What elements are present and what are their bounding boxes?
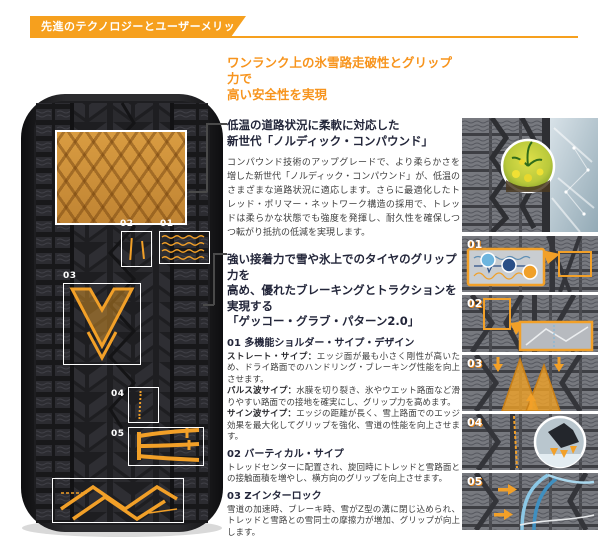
photo-column: 01 02	[462, 0, 598, 539]
connector-line	[213, 253, 215, 305]
page-title: ワンランク上の氷雪路走破性とグリップ力で 高い安全性を実現	[227, 55, 453, 102]
wavy-sipes-graphic	[161, 235, 205, 260]
tire-box-bottom	[52, 478, 184, 523]
photo-compound	[462, 118, 598, 232]
section-banner: 先進のテクノロジーとユーザーメリット	[30, 16, 246, 37]
photo-badge-04: 04	[467, 416, 483, 429]
z-interlock-graphic	[69, 287, 135, 362]
feature-01-sub-sine: サイン波サイプ：エッジの距離が長く、雪上路面でのエッジ効果を最大化してグリップを…	[227, 409, 460, 444]
compound-section-heading: 低温の道路状況に柔軟に対応した 新世代「ノルディック・コンパウンド」	[227, 118, 433, 148]
tire-box-02	[121, 231, 152, 267]
feature-01-sub-straight: ストレート・サイプ：エッジ面が最も小さく剛性が高いため、ドライ路面でのハンドリン…	[227, 352, 460, 387]
sub-text: エッジ面が最も小さく剛性が高いため、ドライ路面でのハンドリング・ブレーキング性能…	[227, 351, 460, 385]
photo-feature-04: 04	[462, 414, 598, 470]
tire-box-04	[128, 387, 159, 423]
sub-term: サイン波サイプ：	[227, 409, 297, 419]
sub-term: ストレート・サイプ：	[227, 351, 317, 362]
lattice-graphic	[60, 484, 178, 521]
feature-01: 01 多機能ショルダー・サイプ・デザイン ストレート・サイプ：エッジ面が最も小さ…	[227, 337, 460, 444]
tire-box-03	[63, 283, 141, 365]
tire-label-04: 04	[111, 389, 125, 399]
connector-line	[206, 123, 227, 125]
compound-section-body: コンパウンド技術のアップグレードで、より柔らかさを増した新世代「ノルディック・コ…	[227, 158, 461, 238]
photo-badge-01: 01	[467, 238, 483, 251]
photo-feature-03: 03	[462, 355, 598, 411]
photo-feature-02: 02	[462, 295, 598, 352]
feature-03-body: 雪道の加速時、ブレーキ時、雪がZ型の溝に閉じ込められ、トレッドと雪路との雪同士の…	[227, 504, 460, 538]
tire-box-05	[128, 427, 204, 466]
feature-02-graphic	[462, 295, 598, 352]
photo-badge-02: 02	[467, 297, 483, 310]
feature-04-graphic	[462, 414, 598, 470]
photo-feature-01: 01	[462, 236, 598, 292]
sub-text: エッジの距離が長く、雪上路面でのエッジ効果を最大化してグリップを強化、雪道の性能…	[227, 409, 460, 442]
compound-photo-graphic	[462, 118, 598, 232]
banner-underline	[30, 36, 578, 38]
feature-01-title: 01 多機能ショルダー・サイプ・デザイン	[227, 337, 415, 349]
tire-label-02: 02	[120, 219, 134, 229]
feature-05-graphic	[462, 473, 598, 530]
feature-02: 02 バーティカル・サイプ トレッドセンターに配置され、旋回時にトレッドと雪路面…	[227, 448, 460, 486]
feature-01-graphic	[462, 236, 598, 292]
compound-highlight-box	[55, 130, 187, 225]
photo-badge-03: 03	[467, 357, 483, 370]
flow-groove-graphic	[137, 428, 200, 462]
tire-illustration: 01 02 03 04 05	[18, 92, 226, 539]
feature-03-graphic	[462, 355, 598, 411]
feature-03-title: 03 Zインターロック	[227, 490, 322, 502]
connector-line	[206, 123, 208, 192]
sub-text: 水膜を切り裂き、氷やウエット路面など滑りやすい路面での接地を確実にし、グリップ力…	[227, 386, 460, 408]
text-column: ワンランク上の氷雪路走破性とグリップ力で 高い安全性を実現 低温の道路状況に柔軟…	[227, 55, 460, 539]
tire-label-05: 05	[111, 429, 125, 439]
photo-feature-05: 05	[462, 473, 598, 530]
feature-02-title: 02 バーティカル・サイプ	[227, 448, 344, 460]
tire-box-01	[159, 231, 210, 264]
feature-02-body: トレッドセンターに配置され、旋回時にトレッドと雪路面との接触面積を増やし、横方向…	[227, 462, 460, 485]
connector-line	[213, 253, 227, 255]
tire-label-03: 03	[63, 271, 77, 281]
feature-03: 03 Zインターロック 雪道の加速時、ブレーキ時、雪がZ型の溝に閉じ込められ、ト…	[227, 490, 460, 539]
sub-term: パルス波サイプ：	[227, 386, 297, 396]
connector-line	[203, 304, 214, 306]
photo-badge-05: 05	[467, 475, 483, 488]
connector-line	[189, 191, 207, 193]
feature-01-sub-pulse: パルス波サイプ：水膜を切り裂き、氷やウエット路面など滑りやすい路面での接地を確実…	[227, 386, 460, 409]
pattern-section-heading: 強い接着力で雪や氷上でのタイヤのグリップ力を 高め、優れたブレーキングとトラクシ…	[227, 252, 457, 328]
tire-label-01: 01	[160, 219, 174, 229]
